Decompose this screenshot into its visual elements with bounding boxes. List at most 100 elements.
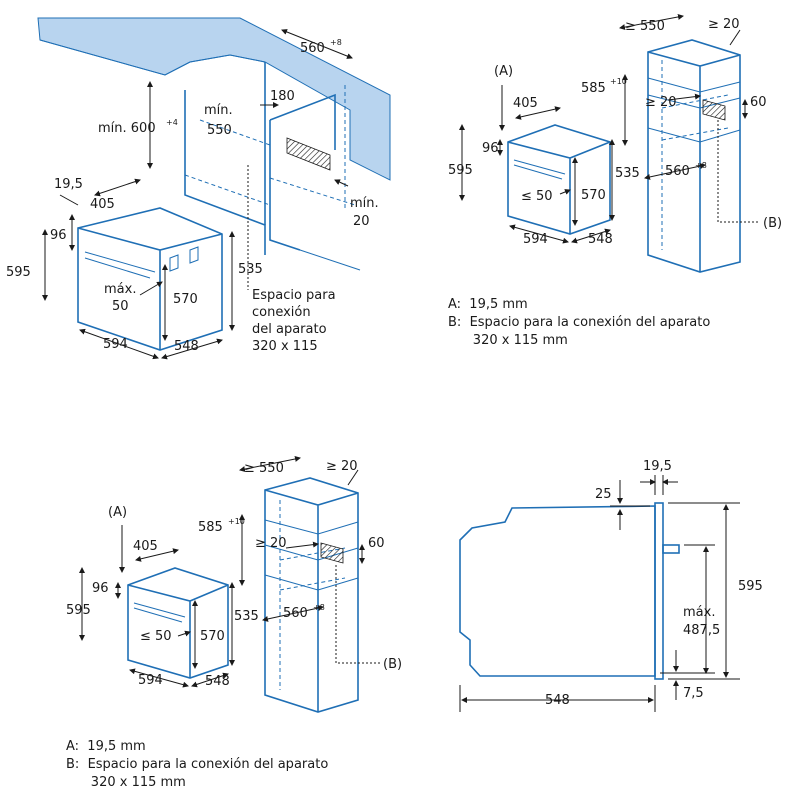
p3-oven-edges bbox=[127, 584, 229, 678]
p1-19-5: 19,5 bbox=[54, 177, 83, 192]
p2-535: 535 bbox=[615, 166, 640, 181]
p2-548: 548 bbox=[588, 232, 613, 247]
p2-note-b2: 320 x 115 mm bbox=[448, 333, 568, 348]
niche-right-side bbox=[269, 120, 301, 251]
p2-585: 585 bbox=[581, 81, 606, 96]
p3-oven bbox=[127, 567, 229, 679]
oven-front-edge bbox=[77, 227, 223, 350]
p2-595: 595 bbox=[448, 163, 473, 178]
p1-548: 548 bbox=[174, 339, 199, 354]
p2-ge550: ≥ 550 bbox=[625, 19, 665, 34]
p2-60: 60 bbox=[750, 95, 767, 110]
tall-cabinet-hidden bbox=[661, 60, 729, 250]
p1-max50-b: 50 bbox=[112, 299, 129, 314]
p3-tall-cabinet-shelves bbox=[264, 519, 359, 591]
p2-note-b: B: Espacio para la conexión del aparato bbox=[448, 315, 711, 330]
p2-96: 96 bbox=[482, 141, 499, 156]
p2-ge20: ≥ 20 bbox=[645, 95, 677, 110]
panel-tallcabinet-a: ≥ 550 ≥ 20 (A) 585 +10 405 ≥ 20 60 96 59… bbox=[448, 13, 782, 273]
tall-cabinet-body bbox=[647, 39, 741, 273]
p3-connection-hatch bbox=[320, 542, 344, 564]
oven-side-profile bbox=[459, 505, 656, 677]
p3-585: 585 bbox=[198, 520, 223, 535]
p3-tall-cabinet-body bbox=[264, 477, 359, 713]
p4-548: 548 bbox=[545, 693, 570, 708]
p3-535: 535 bbox=[234, 609, 259, 624]
p4-25: 25 bbox=[595, 487, 612, 502]
p4-max-b: 487,5 bbox=[683, 623, 720, 638]
p2-B: (B) bbox=[763, 216, 782, 231]
p1-min20-b: 20 bbox=[353, 214, 370, 229]
p3-ge20: ≥ 20 bbox=[255, 536, 287, 551]
p3-ge550: ≥ 550 bbox=[244, 461, 284, 476]
oven-front-panel bbox=[654, 502, 664, 680]
niche-right-panel bbox=[269, 93, 336, 150]
p1-570: 570 bbox=[173, 292, 198, 307]
p4-7-5: 7,5 bbox=[683, 686, 704, 701]
p1-96: 96 bbox=[50, 228, 67, 243]
p4-max-a: máx. bbox=[683, 605, 715, 620]
p2-560-sup: +8 bbox=[695, 161, 707, 170]
p1-space-4: 320 x 115 bbox=[252, 339, 318, 354]
oven-knobs bbox=[169, 246, 199, 272]
oven-body bbox=[77, 207, 223, 351]
p3-405: 405 bbox=[133, 539, 158, 554]
p1-min550-b: 550 bbox=[207, 123, 232, 138]
p4-595: 595 bbox=[738, 579, 763, 594]
p3-548: 548 bbox=[205, 674, 230, 689]
p3-le50: ≤ 50 bbox=[140, 629, 172, 644]
p2-570: 570 bbox=[581, 188, 606, 203]
p2-connection-hatch bbox=[702, 99, 726, 121]
p2-405: 405 bbox=[513, 96, 538, 111]
p2-note-a: A: 19,5 mm bbox=[448, 297, 528, 312]
p2-A: (A) bbox=[494, 64, 513, 79]
panel-tallcabinet-b: ≥ 550 ≥ 20 (A) 585 +10 405 ≥ 20 60 96 59… bbox=[66, 456, 402, 713]
p2-585-sup: +10 bbox=[610, 77, 627, 86]
p3-560: 560 bbox=[283, 606, 308, 621]
p1-max50-a: máx. bbox=[104, 282, 136, 297]
p3-96: 96 bbox=[92, 581, 109, 596]
countertop-edge bbox=[39, 39, 266, 76]
p1-560: 560 bbox=[300, 41, 325, 56]
p1-535: 535 bbox=[238, 262, 263, 277]
p3-tall-cabinet-hidden bbox=[279, 500, 346, 690]
p3-570: 570 bbox=[200, 629, 225, 644]
panel-side-profile: 19,5 25 595 máx. 487,5 548 7,5 bbox=[459, 459, 763, 712]
p1-space-1: Espacio para bbox=[252, 288, 336, 303]
p3-595: 595 bbox=[66, 603, 91, 618]
p1-560-sup: +8 bbox=[330, 38, 342, 47]
panel-undercounter: mín. 600 +4 560 +8 mín. 550 180 mín. 20 … bbox=[6, 17, 391, 360]
oven-knob-side bbox=[662, 544, 680, 554]
connection-space-hatch bbox=[286, 137, 331, 171]
p1-space-2: conexión bbox=[252, 305, 311, 320]
p2-oven-handle bbox=[513, 159, 566, 180]
p1-space-3: del aparato bbox=[252, 322, 327, 337]
p3-note-b2: 320 x 115 mm bbox=[66, 775, 186, 790]
p3-note-a: A: 19,5 mm bbox=[66, 739, 146, 754]
p3-560-sup: +8 bbox=[313, 603, 325, 612]
p1-595: 595 bbox=[6, 265, 31, 280]
plinth-line bbox=[299, 249, 361, 271]
p2-560: 560 bbox=[665, 164, 690, 179]
p2-le50: ≤ 50 bbox=[521, 189, 553, 204]
p3-oven-handle bbox=[133, 602, 186, 623]
p1-180: 180 bbox=[270, 89, 295, 104]
p1-min20-a: mín. bbox=[350, 196, 379, 211]
p3-ge20-top: ≥ 20 bbox=[326, 459, 358, 474]
niche-hidden-lines bbox=[184, 85, 356, 210]
p1-min600-sup: +4 bbox=[166, 118, 178, 127]
p3-note-b: B: Espacio para la conexión del aparato bbox=[66, 757, 329, 772]
oven-handle bbox=[84, 251, 156, 279]
p1-405: 405 bbox=[90, 197, 115, 212]
p3-B: (B) bbox=[383, 657, 402, 672]
p1-min550-a: mín. bbox=[204, 103, 233, 118]
tall-cabinet-shelves bbox=[647, 77, 741, 143]
p3-594: 594 bbox=[138, 673, 163, 688]
p2-oven-edges bbox=[507, 141, 611, 234]
p2-594: 594 bbox=[523, 232, 548, 247]
p1-min600: mín. 600 bbox=[98, 121, 156, 136]
p3-A: (A) bbox=[108, 505, 127, 520]
p3-60: 60 bbox=[368, 536, 385, 551]
